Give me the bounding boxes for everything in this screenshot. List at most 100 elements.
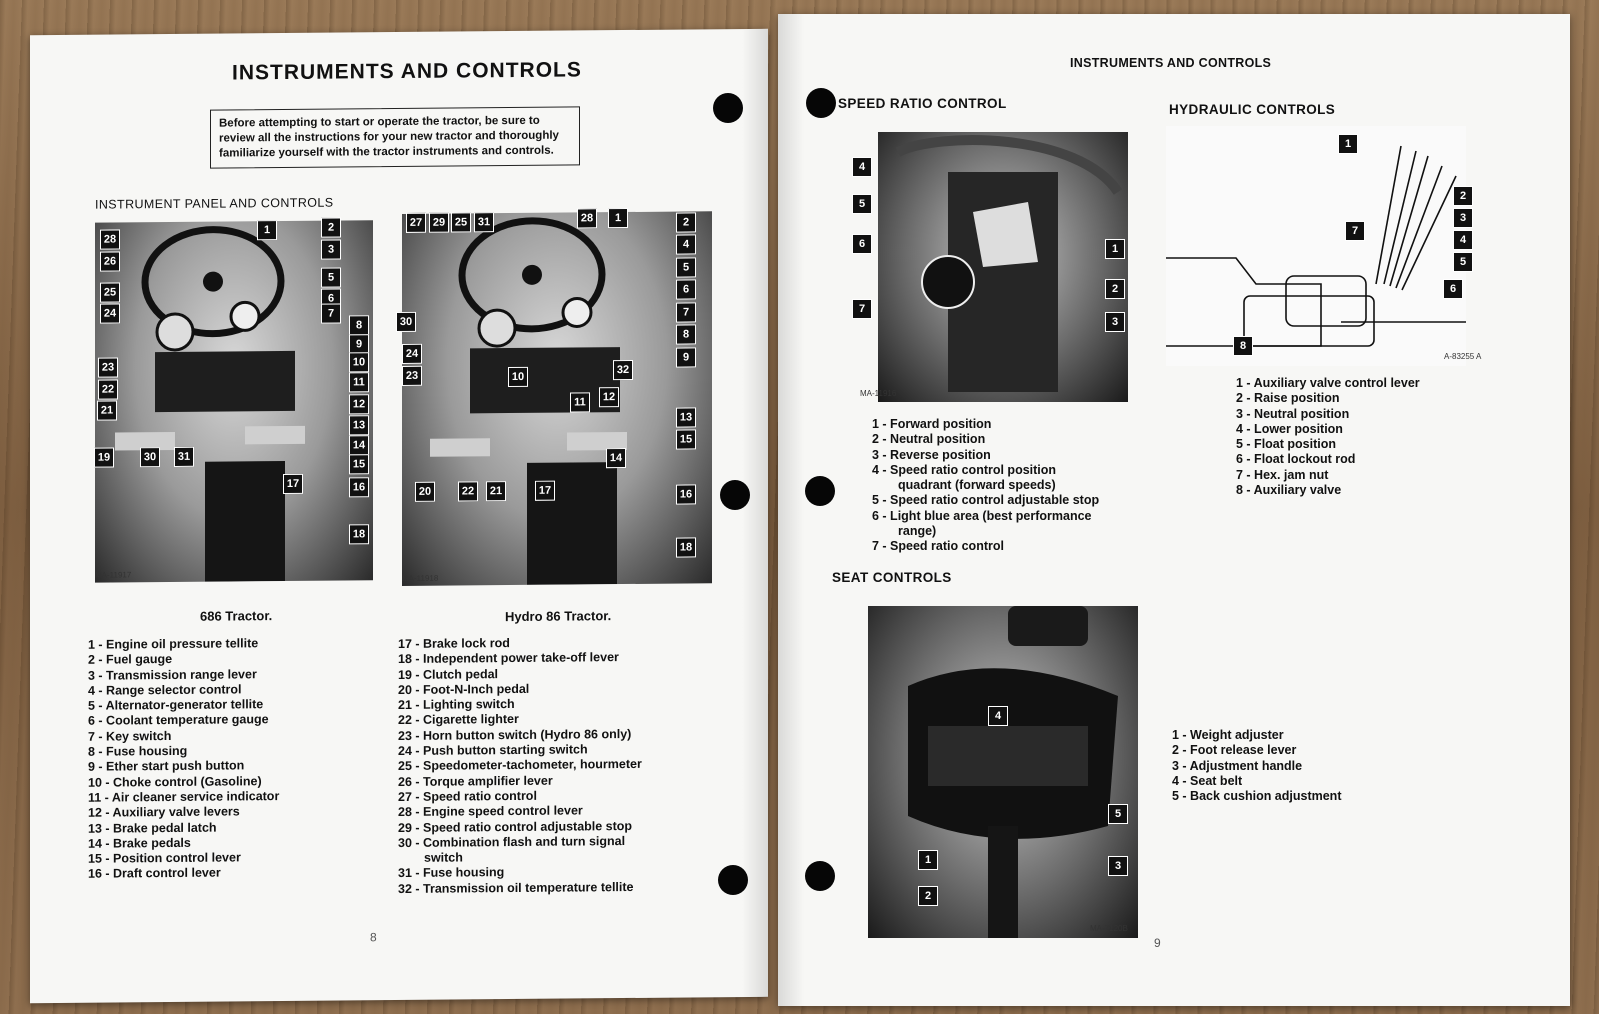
seat-illustration xyxy=(908,606,1118,938)
callout-number: 1 xyxy=(1338,134,1358,154)
callout-number: 8 xyxy=(349,315,369,336)
callout-number: 22 xyxy=(458,481,478,502)
seat-photo xyxy=(868,606,1138,938)
callout-number: 23 xyxy=(98,357,118,378)
list-item: 1 - Auxiliary valve control lever xyxy=(1236,376,1420,390)
list-item: 4 - Range selector control xyxy=(88,682,242,698)
list-item: 16 - Draft control lever xyxy=(88,866,221,882)
list-item: 5 - Alternator-generator tellite xyxy=(88,697,264,713)
right-page: INSTRUMENTS AND CONTROLS SPEED RATIO CON… xyxy=(778,14,1570,1006)
running-head: INSTRUMENTS AND CONTROLS xyxy=(1070,56,1272,70)
list-item: 32 - Transmission oil temperature tellit… xyxy=(398,879,634,896)
callout-number: 7 xyxy=(321,303,341,324)
callout-number: 2 xyxy=(676,212,696,233)
callout-number: 2 xyxy=(918,886,938,906)
callout-number: 9 xyxy=(676,347,696,368)
list-item: 25 - Speedometer-tachometer, hourmeter xyxy=(398,757,642,774)
callout-number: 21 xyxy=(486,481,506,502)
callout-number: 4 xyxy=(852,157,872,177)
callout-number: 1 xyxy=(257,220,277,241)
callout-number: 1 xyxy=(1105,239,1125,259)
speed-ratio-code: MA-11916 xyxy=(860,389,897,398)
list-item: 1 - Engine oil pressure tellite xyxy=(88,636,259,652)
callout-number: 27 xyxy=(406,212,426,233)
list-item: 2 - Raise position xyxy=(1236,391,1340,406)
callout-number: 31 xyxy=(474,212,494,233)
callout-number: 17 xyxy=(283,473,303,495)
callout-number: 22 xyxy=(98,379,118,400)
list-item: 3 - Neutral position xyxy=(1236,406,1350,421)
list-item: 9 - Ether start push button xyxy=(88,758,245,775)
list-item: 4 - Seat belt xyxy=(1172,773,1243,788)
figure1-caption: 686 Tractor. xyxy=(200,608,273,624)
list-item: 1 - Weight adjuster xyxy=(1172,728,1284,742)
callout-number: 19 xyxy=(94,447,114,468)
callout-number: 2 xyxy=(1453,186,1473,206)
callout-number: 3 xyxy=(1453,208,1473,228)
hydraulic-code: A-83255 A xyxy=(1444,352,1482,361)
callout-number: 20 xyxy=(415,481,435,502)
binder-hole xyxy=(805,861,835,891)
callout-number: 32 xyxy=(613,359,633,381)
callout-number: 28 xyxy=(577,208,597,229)
callout-number: 17 xyxy=(535,480,555,501)
list-item: 4 - Lower position xyxy=(1236,421,1343,436)
callout-number: 5 xyxy=(1108,804,1128,824)
callout-number: 23 xyxy=(402,365,422,386)
callout-number: 26 xyxy=(100,251,120,272)
callout-number: 12 xyxy=(349,394,369,415)
list-item: 15 - Position control lever xyxy=(88,850,241,866)
list-item: 14 - Brake pedals xyxy=(88,835,191,851)
page-title: INSTRUMENTS AND CONTROLS xyxy=(232,58,582,85)
hydraulic-drawing xyxy=(1166,126,1466,366)
binder-hole xyxy=(805,476,835,506)
callout-number: 4 xyxy=(988,706,1008,726)
speed-ratio-illustration xyxy=(895,135,1123,392)
list-item: 1 - Forward position xyxy=(872,417,992,431)
speed-ratio-photo xyxy=(878,132,1128,402)
callout-number: 4 xyxy=(676,234,696,255)
figure1-code: MA-11917 xyxy=(95,570,132,580)
callout-number: 18 xyxy=(676,537,696,558)
list-item: 6 - Float lockout rod xyxy=(1236,452,1356,467)
list-item: 10 - Choke control (Gasoline) xyxy=(88,773,262,790)
binder-hole xyxy=(720,480,750,510)
callout-number: 10 xyxy=(508,366,528,388)
callout-number: 5 xyxy=(676,257,696,278)
callout-number: 8 xyxy=(1233,336,1253,356)
list-item: 8 - Fuse housing xyxy=(88,743,188,759)
spine-shadow-right xyxy=(778,14,804,1006)
list-item: 4 - Speed ratio control position xyxy=(872,462,1057,477)
list-item: 5 - Float position xyxy=(1236,437,1336,452)
callout-number: 1 xyxy=(918,850,938,870)
callout-number: 12 xyxy=(599,387,619,408)
callout-number: 21 xyxy=(97,400,117,421)
list-item: 18 - Independent power take-off lever xyxy=(398,650,619,667)
list-item: range) xyxy=(898,524,937,539)
callout-number: 7 xyxy=(1345,221,1365,241)
list-item: 7 - Key switch xyxy=(88,728,172,744)
callout-number: 6 xyxy=(852,234,872,254)
callout-number: 28 xyxy=(100,229,120,250)
page-number-left: 8 xyxy=(370,930,377,945)
seat-code: MA-7120B xyxy=(1090,924,1128,933)
callout-number: 4 xyxy=(1453,230,1473,250)
speed-ratio-heading: SPEED RATIO CONTROL xyxy=(838,96,1007,111)
list-item: quadrant (forward speeds) xyxy=(898,478,1056,493)
callout-number: 10 xyxy=(349,352,369,373)
callout-number: 14 xyxy=(606,448,626,469)
callout-number: 3 xyxy=(1105,312,1125,332)
callout-number: 11 xyxy=(349,372,369,393)
callout-number: 30 xyxy=(396,311,416,333)
callout-number: 8 xyxy=(676,324,696,345)
callout-number: 15 xyxy=(349,454,369,475)
callout-number: 25 xyxy=(100,282,120,303)
callout-number: 15 xyxy=(676,429,696,450)
list-item: 7 - Hex. jam nut xyxy=(1236,467,1329,482)
spine-shadow-left xyxy=(742,28,768,998)
